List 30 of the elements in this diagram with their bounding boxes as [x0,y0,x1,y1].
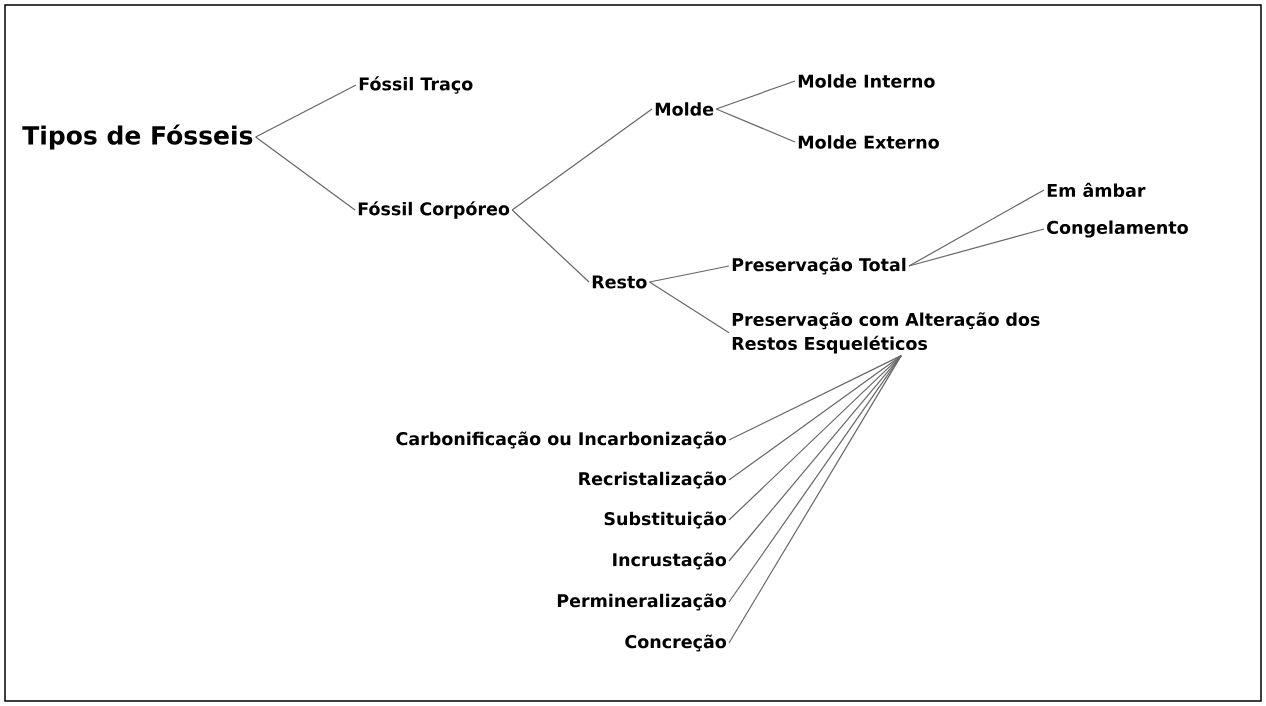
category-label: Molde Externo [798,135,939,149]
branch-line [648,265,730,283]
branch-line [908,228,1045,267]
branch-line [715,80,796,110]
root-label: Tipos de Fósseis [22,124,253,150]
category-label: Preservação Total [732,257,906,275]
category-label: Substituição [604,511,727,529]
category-label: Fóssil Corpóreo [358,201,510,219]
category-label: Molde [655,102,714,116]
branch-line [648,281,730,334]
branch-line [728,355,902,521]
branch-line [908,189,1045,267]
category-label: Preservação com Alteração dos Restos Esqueléticos [732,312,1040,354]
branch-line [255,84,357,138]
category-label: Incrustação [613,552,727,570]
branch-line [511,108,653,211]
branch-line [255,136,356,211]
category-label: Carbonificação ou Incarbonização [396,431,727,449]
category-label: Permineralização [557,593,727,611]
branch-line [715,108,796,143]
branch-line [728,355,902,562]
category-label: Recristalização [579,471,727,489]
category-label: Congelamento [1047,220,1188,238]
branch-line [728,355,902,441]
category-label: Resto [592,275,647,289]
category-label: Concreção [625,634,727,652]
branch-line [511,209,590,283]
category-label: Em âmbar [1047,182,1146,198]
category-label: Molde Interno [798,74,935,88]
category-label: Fóssil Traço [359,76,473,94]
